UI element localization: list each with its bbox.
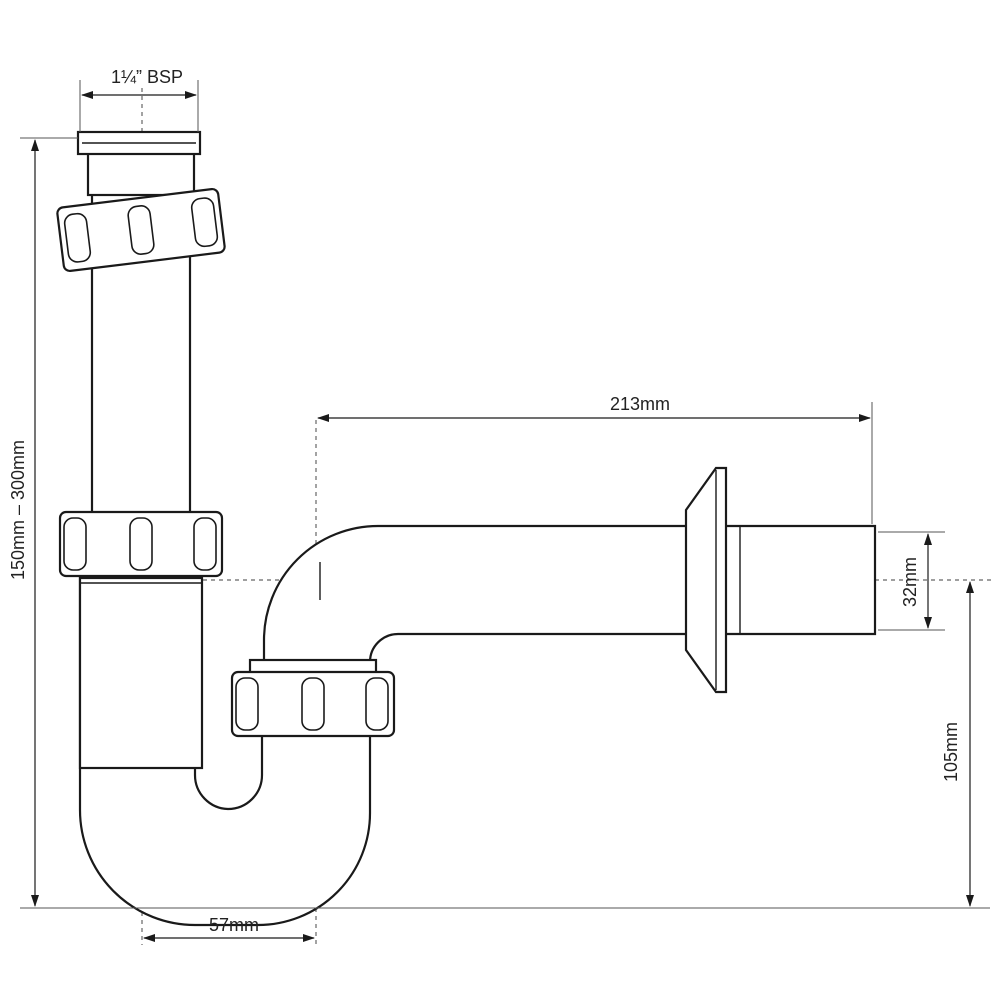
outlet-diameter-label: 32mm: [900, 557, 920, 607]
lower-tube: [78, 576, 204, 770]
outlet-nut: [230, 658, 396, 738]
top-nut: [56, 187, 226, 273]
dimension-outlet-diameter: 32mm: [878, 531, 945, 631]
dimension-height-range: 150mm – 300mm: [8, 137, 990, 909]
dimension-horizontal-length: 213mm: [317, 394, 873, 524]
outlet-height-label: 105mm: [941, 722, 961, 782]
dimension-outlet-height: 105mm: [941, 581, 974, 907]
horizontal-arm: [262, 524, 877, 664]
trap-offset-label: 57mm: [209, 915, 259, 935]
wall-flange: [684, 466, 741, 694]
middle-nut: [58, 510, 224, 578]
inlet-spigot: [76, 130, 202, 197]
dimension-trap-offset: 57mm: [143, 915, 315, 942]
thread-size-label: 1¼” BSP: [111, 67, 183, 87]
horizontal-length-label: 213mm: [610, 394, 670, 414]
dimension-thread: 1¼” BSP: [79, 67, 199, 132]
height-range-label: 150mm – 300mm: [8, 440, 28, 580]
